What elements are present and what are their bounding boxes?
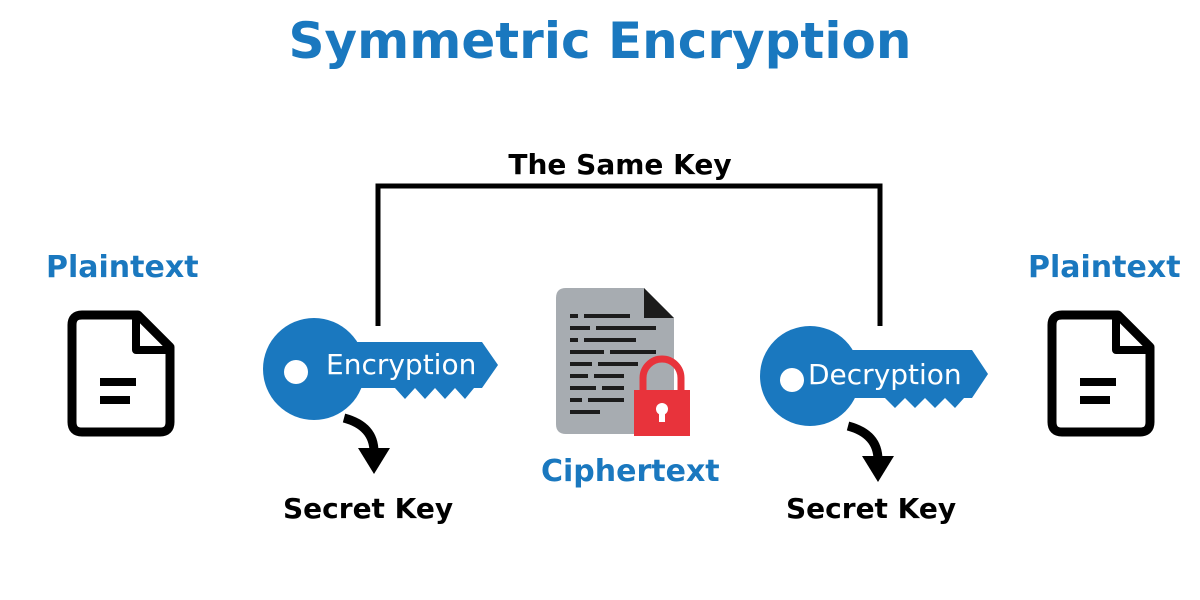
ciphertext-label: Ciphertext bbox=[541, 454, 720, 489]
encryption-key-icon bbox=[263, 318, 498, 420]
right-document-icon bbox=[1047, 310, 1155, 437]
encryption-secret-key-label: Secret Key bbox=[283, 492, 454, 525]
page-title: Symmetric Encryption bbox=[288, 12, 912, 70]
left-plaintext-label: Plaintext bbox=[46, 250, 199, 285]
right-plaintext-label: Plaintext bbox=[1028, 250, 1181, 285]
encryption-key-label: Encryption bbox=[326, 348, 477, 381]
ciphertext-locked-document-icon bbox=[556, 288, 690, 436]
decryption-secret-key-label: Secret Key bbox=[786, 492, 957, 525]
encryption-arrow-icon bbox=[342, 413, 390, 474]
same-key-label: The Same Key bbox=[508, 148, 732, 181]
left-document-icon bbox=[67, 310, 175, 437]
decryption-key-icon bbox=[760, 326, 988, 426]
decryption-arrow-icon bbox=[846, 421, 894, 482]
decryption-key-label: Decryption bbox=[808, 358, 962, 391]
